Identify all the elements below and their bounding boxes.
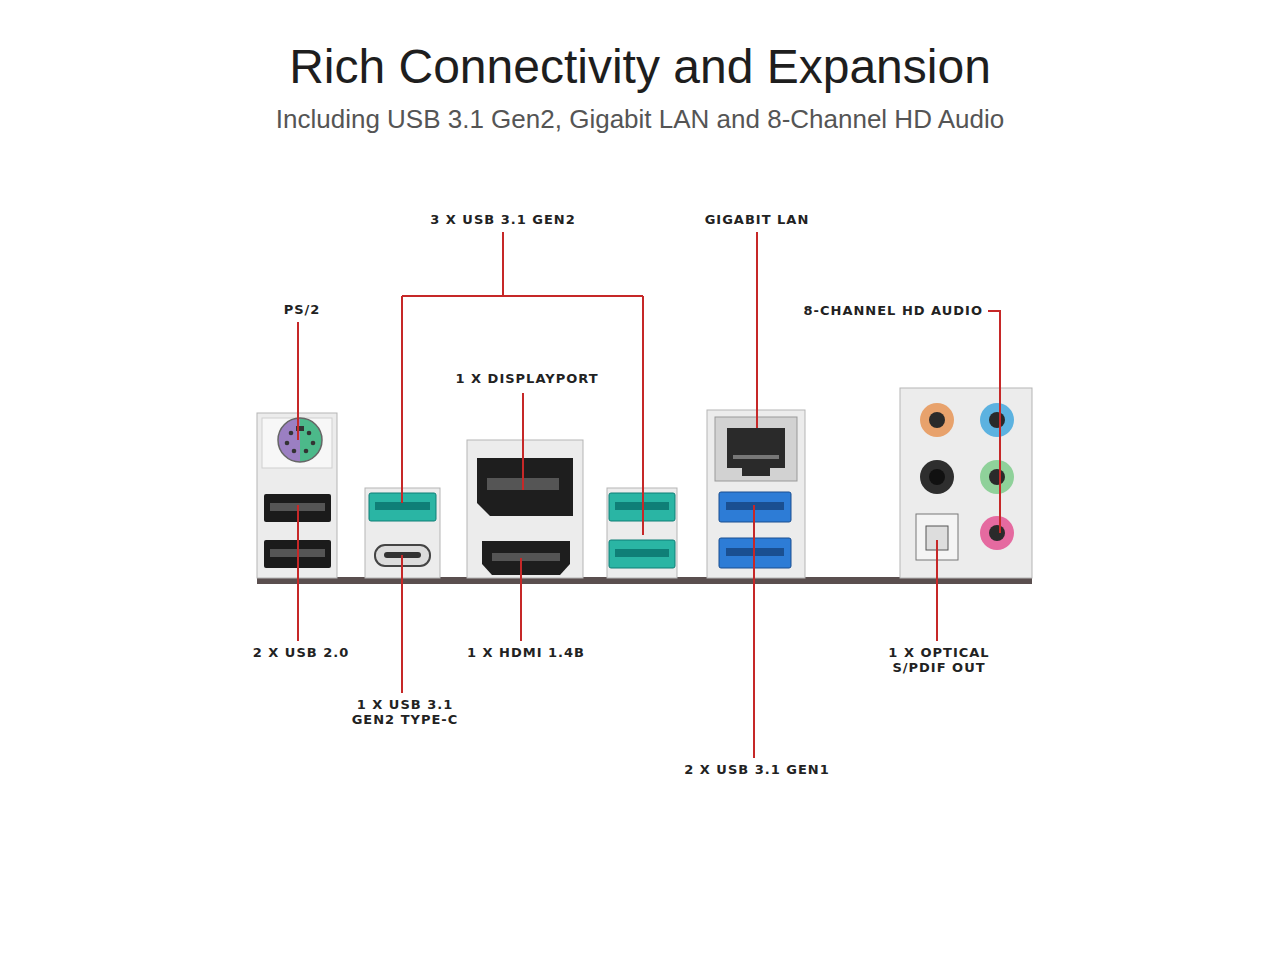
lan-usb-gen1-block-part	[727, 428, 785, 476]
leader-lines-part	[756, 232, 758, 428]
ps2-usb2-block-part	[278, 418, 300, 462]
audio-jack-block-part	[929, 469, 945, 485]
leader-lines-part	[753, 505, 755, 758]
audio-jack-block-part	[920, 460, 954, 494]
leader-lines-part	[297, 322, 299, 440]
callout-label: 3 X USB 3.1 GEN2	[428, 212, 578, 227]
usb-gen2-typec-block-part	[375, 502, 430, 510]
leader-lines-part	[988, 311, 1000, 533]
audio-jack-block-part	[980, 516, 1014, 550]
ps2-usb2-block-part	[285, 441, 290, 446]
page-subtitle: Including USB 3.1 Gen2, Gigabit LAN and …	[0, 104, 1280, 135]
audio-jack-block-part	[929, 412, 945, 428]
ps2-usb2-block-part	[278, 418, 322, 462]
lan-usb-gen1-block-part	[707, 410, 805, 578]
usb-gen2-dual-block-part	[609, 540, 675, 568]
callout-label: GIGABIT LAN	[703, 212, 812, 227]
displayport-hdmi-block	[467, 440, 583, 578]
callout-label: 8-CHANNEL HD AUDIO	[802, 303, 985, 318]
callout-label: 1 X DISPLAYPORT	[453, 371, 600, 386]
callout-label: 2 X USB 2.0	[251, 645, 352, 660]
leader-lines	[298, 232, 1000, 758]
leader-lines-part	[936, 540, 938, 641]
displayport-hdmi-block-part	[492, 553, 560, 561]
page-title: Rich Connectivity and Expansion	[0, 39, 1280, 94]
leader-lines-part	[522, 393, 524, 490]
callout-label: 1 X OPTICAL S/PDIF OUT	[877, 645, 1001, 675]
callout-label: PS/2	[282, 302, 323, 317]
ps2-usb2-block-part	[292, 449, 297, 454]
displayport-hdmi-block-part	[477, 458, 573, 516]
leader-lines-part	[297, 505, 299, 641]
audio-jack-block-part	[980, 460, 1014, 494]
audio-jack-block	[900, 388, 1032, 578]
lan-usb-gen1-block-part	[733, 455, 779, 459]
leader-lines-part	[401, 555, 403, 693]
displayport-hdmi-block-part	[467, 440, 583, 578]
callout-label: 1 X HDMI 1.4B	[465, 645, 587, 660]
callout-label: 2 X USB 3.1 GEN1	[682, 762, 832, 777]
callout-label: 1 X USB 3.1 GEN2 TYPE-C	[342, 697, 468, 727]
ps2-usb2-block-part	[311, 441, 316, 446]
lan-usb-gen1-block	[707, 410, 805, 578]
leader-lines-part	[520, 558, 522, 641]
leader-lines-part	[402, 232, 643, 535]
audio-jack-block-part	[900, 388, 1032, 578]
ps2-usb2-block-part	[304, 449, 309, 454]
audio-jack-block-part	[980, 403, 1014, 437]
usb-gen2-dual-block-part	[615, 549, 669, 557]
ps2-usb2-block-part	[307, 431, 312, 436]
ps2-usb2-block-part	[300, 418, 322, 462]
displayport-hdmi-block-part	[482, 541, 570, 575]
audio-jack-block-part	[920, 403, 954, 437]
ps2-usb2-block-part	[289, 431, 294, 436]
audio-jack-block-part	[989, 412, 1005, 428]
audio-jack-block-part	[989, 525, 1005, 541]
audio-jack-block-part	[989, 469, 1005, 485]
